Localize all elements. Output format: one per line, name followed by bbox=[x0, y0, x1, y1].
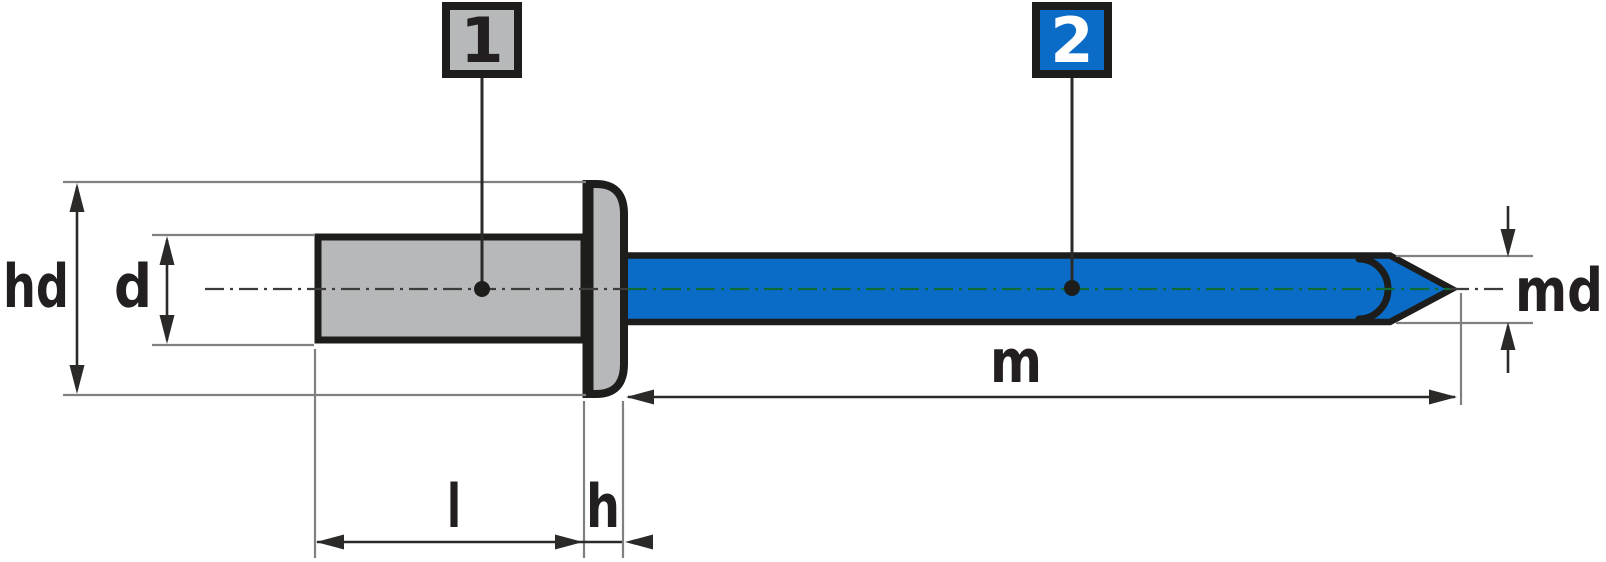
h-label: h bbox=[586, 472, 620, 542]
dimension-l: l bbox=[313, 349, 622, 558]
m-label: m bbox=[990, 327, 1042, 397]
marker-1: 1 bbox=[442, 2, 522, 297]
marker-2-box bbox=[1032, 2, 1112, 78]
marker-2-number: 2 bbox=[1050, 4, 1093, 77]
d-arrow-down bbox=[159, 315, 175, 344]
hd-arrow-up bbox=[69, 183, 85, 212]
dimension-m: m bbox=[626, 293, 1463, 405]
marker-1-leader-dot bbox=[474, 281, 490, 297]
md-arrow-down bbox=[1500, 229, 1516, 257]
md-label: md bbox=[1515, 256, 1603, 326]
marker-1-number: 1 bbox=[460, 4, 503, 77]
dimension-h: h bbox=[586, 401, 653, 558]
dimension-md: md bbox=[1396, 206, 1603, 373]
l-arrow-left bbox=[316, 534, 344, 550]
hd-label: hd bbox=[3, 252, 69, 322]
marker-1-box bbox=[442, 2, 522, 78]
marker-2: 2 bbox=[1032, 2, 1112, 296]
marker-2-leader-dot bbox=[1064, 280, 1080, 296]
m-arrow-left bbox=[626, 389, 654, 405]
d-label: d bbox=[114, 252, 152, 322]
mandrel-tip-facet-bottom bbox=[1355, 286, 1392, 323]
l-label: l bbox=[447, 472, 461, 542]
dimension-d: d bbox=[114, 233, 314, 347]
l-arrow-right bbox=[555, 534, 583, 550]
md-arrow-up bbox=[1500, 322, 1516, 350]
hd-arrow-down bbox=[69, 365, 85, 394]
mandrel-tip-facet-top bbox=[1355, 255, 1392, 292]
dimension-hd: hd bbox=[3, 180, 586, 397]
d-arrow-up bbox=[159, 236, 175, 265]
h-arrow-left bbox=[625, 534, 653, 550]
m-arrow-right bbox=[1429, 389, 1457, 405]
